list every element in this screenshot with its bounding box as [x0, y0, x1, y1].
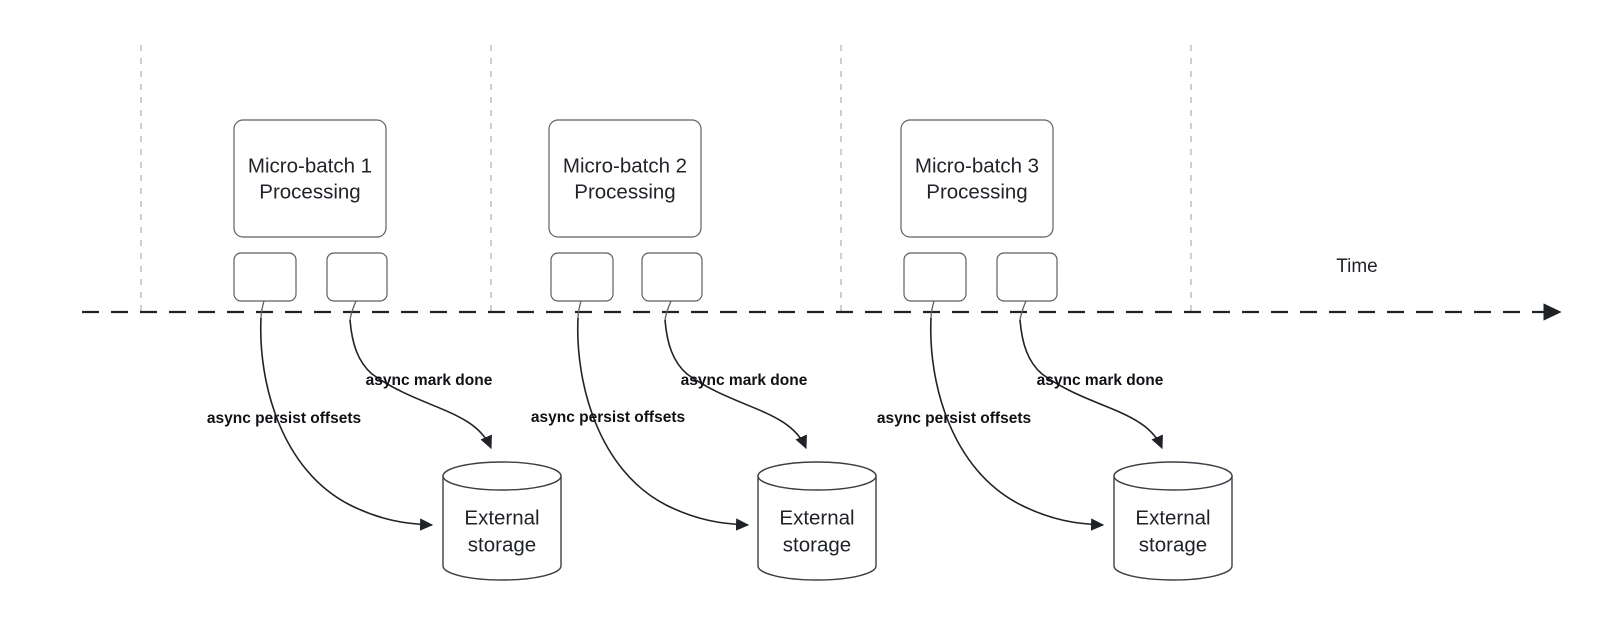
external-storage-1-top — [442, 461, 562, 491]
edge-label-async-persist-offsets-1: async persist offsets — [207, 410, 361, 427]
edge-label-async-mark-done-2: async mark done — [681, 372, 808, 389]
task-box-1a[interactable] — [233, 252, 297, 302]
external-storage-2-top — [757, 461, 877, 491]
edge-async-mark-done-2 — [664, 319, 807, 450]
time-axis-label: Time — [1336, 256, 1378, 277]
external-storage-3-label-line1: External — [1135, 506, 1210, 529]
micro-batch-3-box[interactable] — [900, 119, 1054, 238]
external-storage-3[interactable]: External storage — [1113, 461, 1233, 581]
micro-batch-2-box[interactable] — [548, 119, 702, 238]
task-box-3b[interactable] — [996, 252, 1058, 302]
micro-batch-3-label-line2: Processing — [926, 180, 1027, 203]
external-storage-1-body — [442, 475, 562, 581]
time-axis: Time — [82, 256, 1562, 321]
group-3: Micro-batch 3 Processing External storag… — [877, 119, 1233, 581]
micro-batch-1-label-line2: Processing — [259, 180, 360, 203]
external-storage-3-top — [1113, 461, 1233, 491]
task-3a-stub — [930, 300, 935, 319]
micro-batch-2-label-line2: Processing — [574, 180, 675, 203]
external-storage-2-label-line1: External — [779, 506, 854, 529]
task-box-3a[interactable] — [903, 252, 967, 302]
micro-batch-2-label-line1: Micro-batch 2 — [563, 154, 687, 177]
edge-label-async-persist-offsets-2: async persist offsets — [531, 409, 685, 426]
external-storage-3-label-line2: storage — [1139, 533, 1207, 556]
task-box-2a[interactable] — [550, 252, 614, 302]
group-2: Micro-batch 2 Processing External storag… — [531, 119, 877, 581]
external-storage-1[interactable]: External storage — [442, 461, 562, 581]
edge-async-persist-offsets-3 — [929, 317, 1105, 531]
task-1b-stub — [349, 300, 357, 321]
edge-async-mark-done-3 — [1019, 319, 1163, 450]
external-storage-2[interactable]: External storage — [757, 461, 877, 581]
edge-label-async-mark-done-1: async mark done — [366, 372, 493, 389]
micro-batch-3-label-line1: Micro-batch 3 — [915, 154, 1039, 177]
external-storage-2-body — [757, 475, 877, 581]
external-storage-3-body — [1113, 475, 1233, 581]
external-storage-1-label-line2: storage — [468, 533, 536, 556]
edge-async-mark-done-1 — [349, 319, 492, 450]
micro-batch-1-label-line1: Micro-batch 1 — [248, 154, 372, 177]
task-3b-stub — [1019, 300, 1027, 321]
edge-label-async-persist-offsets-3: async persist offsets — [877, 410, 1031, 427]
edge-async-persist-offsets-1 — [259, 317, 434, 531]
external-storage-2-label-line2: storage — [783, 533, 851, 556]
task-2b-stub — [664, 300, 672, 321]
task-box-1b[interactable] — [326, 252, 388, 302]
task-box-2b[interactable] — [641, 252, 703, 302]
task-2a-stub — [577, 300, 582, 319]
edge-label-async-mark-done-3: async mark done — [1037, 372, 1164, 389]
micro-batch-1-box[interactable] — [233, 119, 387, 238]
edge-async-persist-offsets-2 — [576, 317, 750, 531]
task-1a-stub — [260, 300, 265, 319]
external-storage-1-label-line1: External — [464, 506, 539, 529]
group-1: Micro-batch 1 Processing External storag… — [207, 119, 562, 581]
